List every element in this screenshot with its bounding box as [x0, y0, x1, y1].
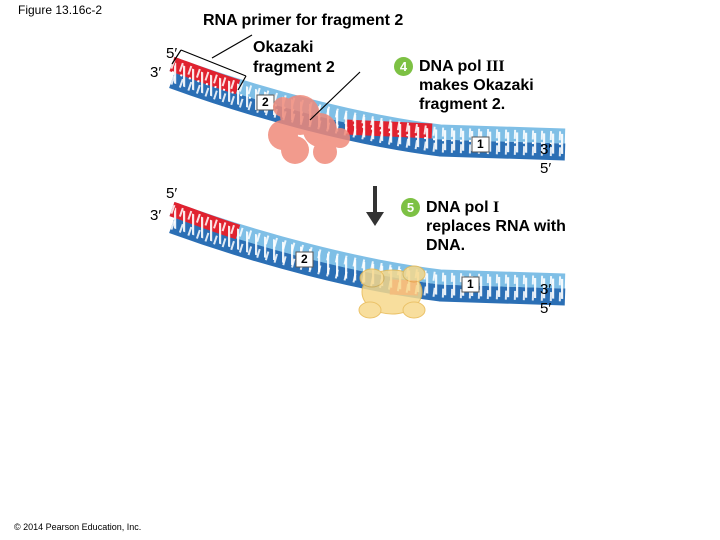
top-right-5prime: 5′ [540, 160, 552, 177]
bottom-left-5prime: 5′ [166, 185, 178, 202]
copyright-notice: © 2014 Pearson Education, Inc. [14, 522, 142, 532]
dna-pol-i-shape [358, 265, 426, 319]
bottom-right-3prime: 3′ [540, 281, 552, 298]
bottom-fragment-2-box [295, 251, 314, 268]
okazaki-label: Okazaki fragment 2 [253, 39, 335, 76]
bottom-fragment-1-box [461, 276, 480, 293]
top-fragment-2-tag: 2 [262, 95, 269, 109]
down-arrow [366, 186, 384, 226]
step-4-badge: 4 [394, 57, 413, 76]
top-fragment-2-box [256, 94, 275, 111]
bottom-fragment-1-tag: 1 [467, 277, 474, 291]
top-right-3prime: 3′ [540, 141, 552, 158]
top-left-5prime: 5′ [166, 45, 178, 62]
step-5-text-rest: replaces RNA with DNA. [426, 218, 566, 254]
dna-pol-iii-shape [268, 95, 350, 164]
bottom-right-5prime: 5′ [540, 300, 552, 317]
step-4-caption: 4 DNA pol III makes Okazaki fragment 2. [394, 57, 574, 114]
bottom-left-3prime: 3′ [150, 207, 162, 224]
primer-label: RNA primer for fragment 2 [203, 12, 404, 29]
top-fragment-1-tag: 1 [477, 137, 484, 151]
step-5-roman: I [492, 199, 500, 216]
figure-label: Figure 13.16c-2 [18, 3, 103, 17]
step-4-text-prefix: DNA pol [419, 58, 486, 75]
step-5-badge: 5 [401, 198, 420, 217]
step-4-text-rest: makes Okazaki fragment 2. [419, 77, 534, 113]
step-5-caption: 5 DNA pol I replaces RNA with DNA. [401, 198, 571, 255]
top-fragment-1-box [471, 136, 490, 153]
step-4-roman: III [485, 58, 505, 75]
bottom-fragment-2-tag: 2 [301, 252, 308, 266]
top-left-3prime: 3′ [150, 64, 162, 81]
top-leader-lines [171, 34, 361, 121]
step-5-text-prefix: DNA pol [426, 199, 493, 216]
